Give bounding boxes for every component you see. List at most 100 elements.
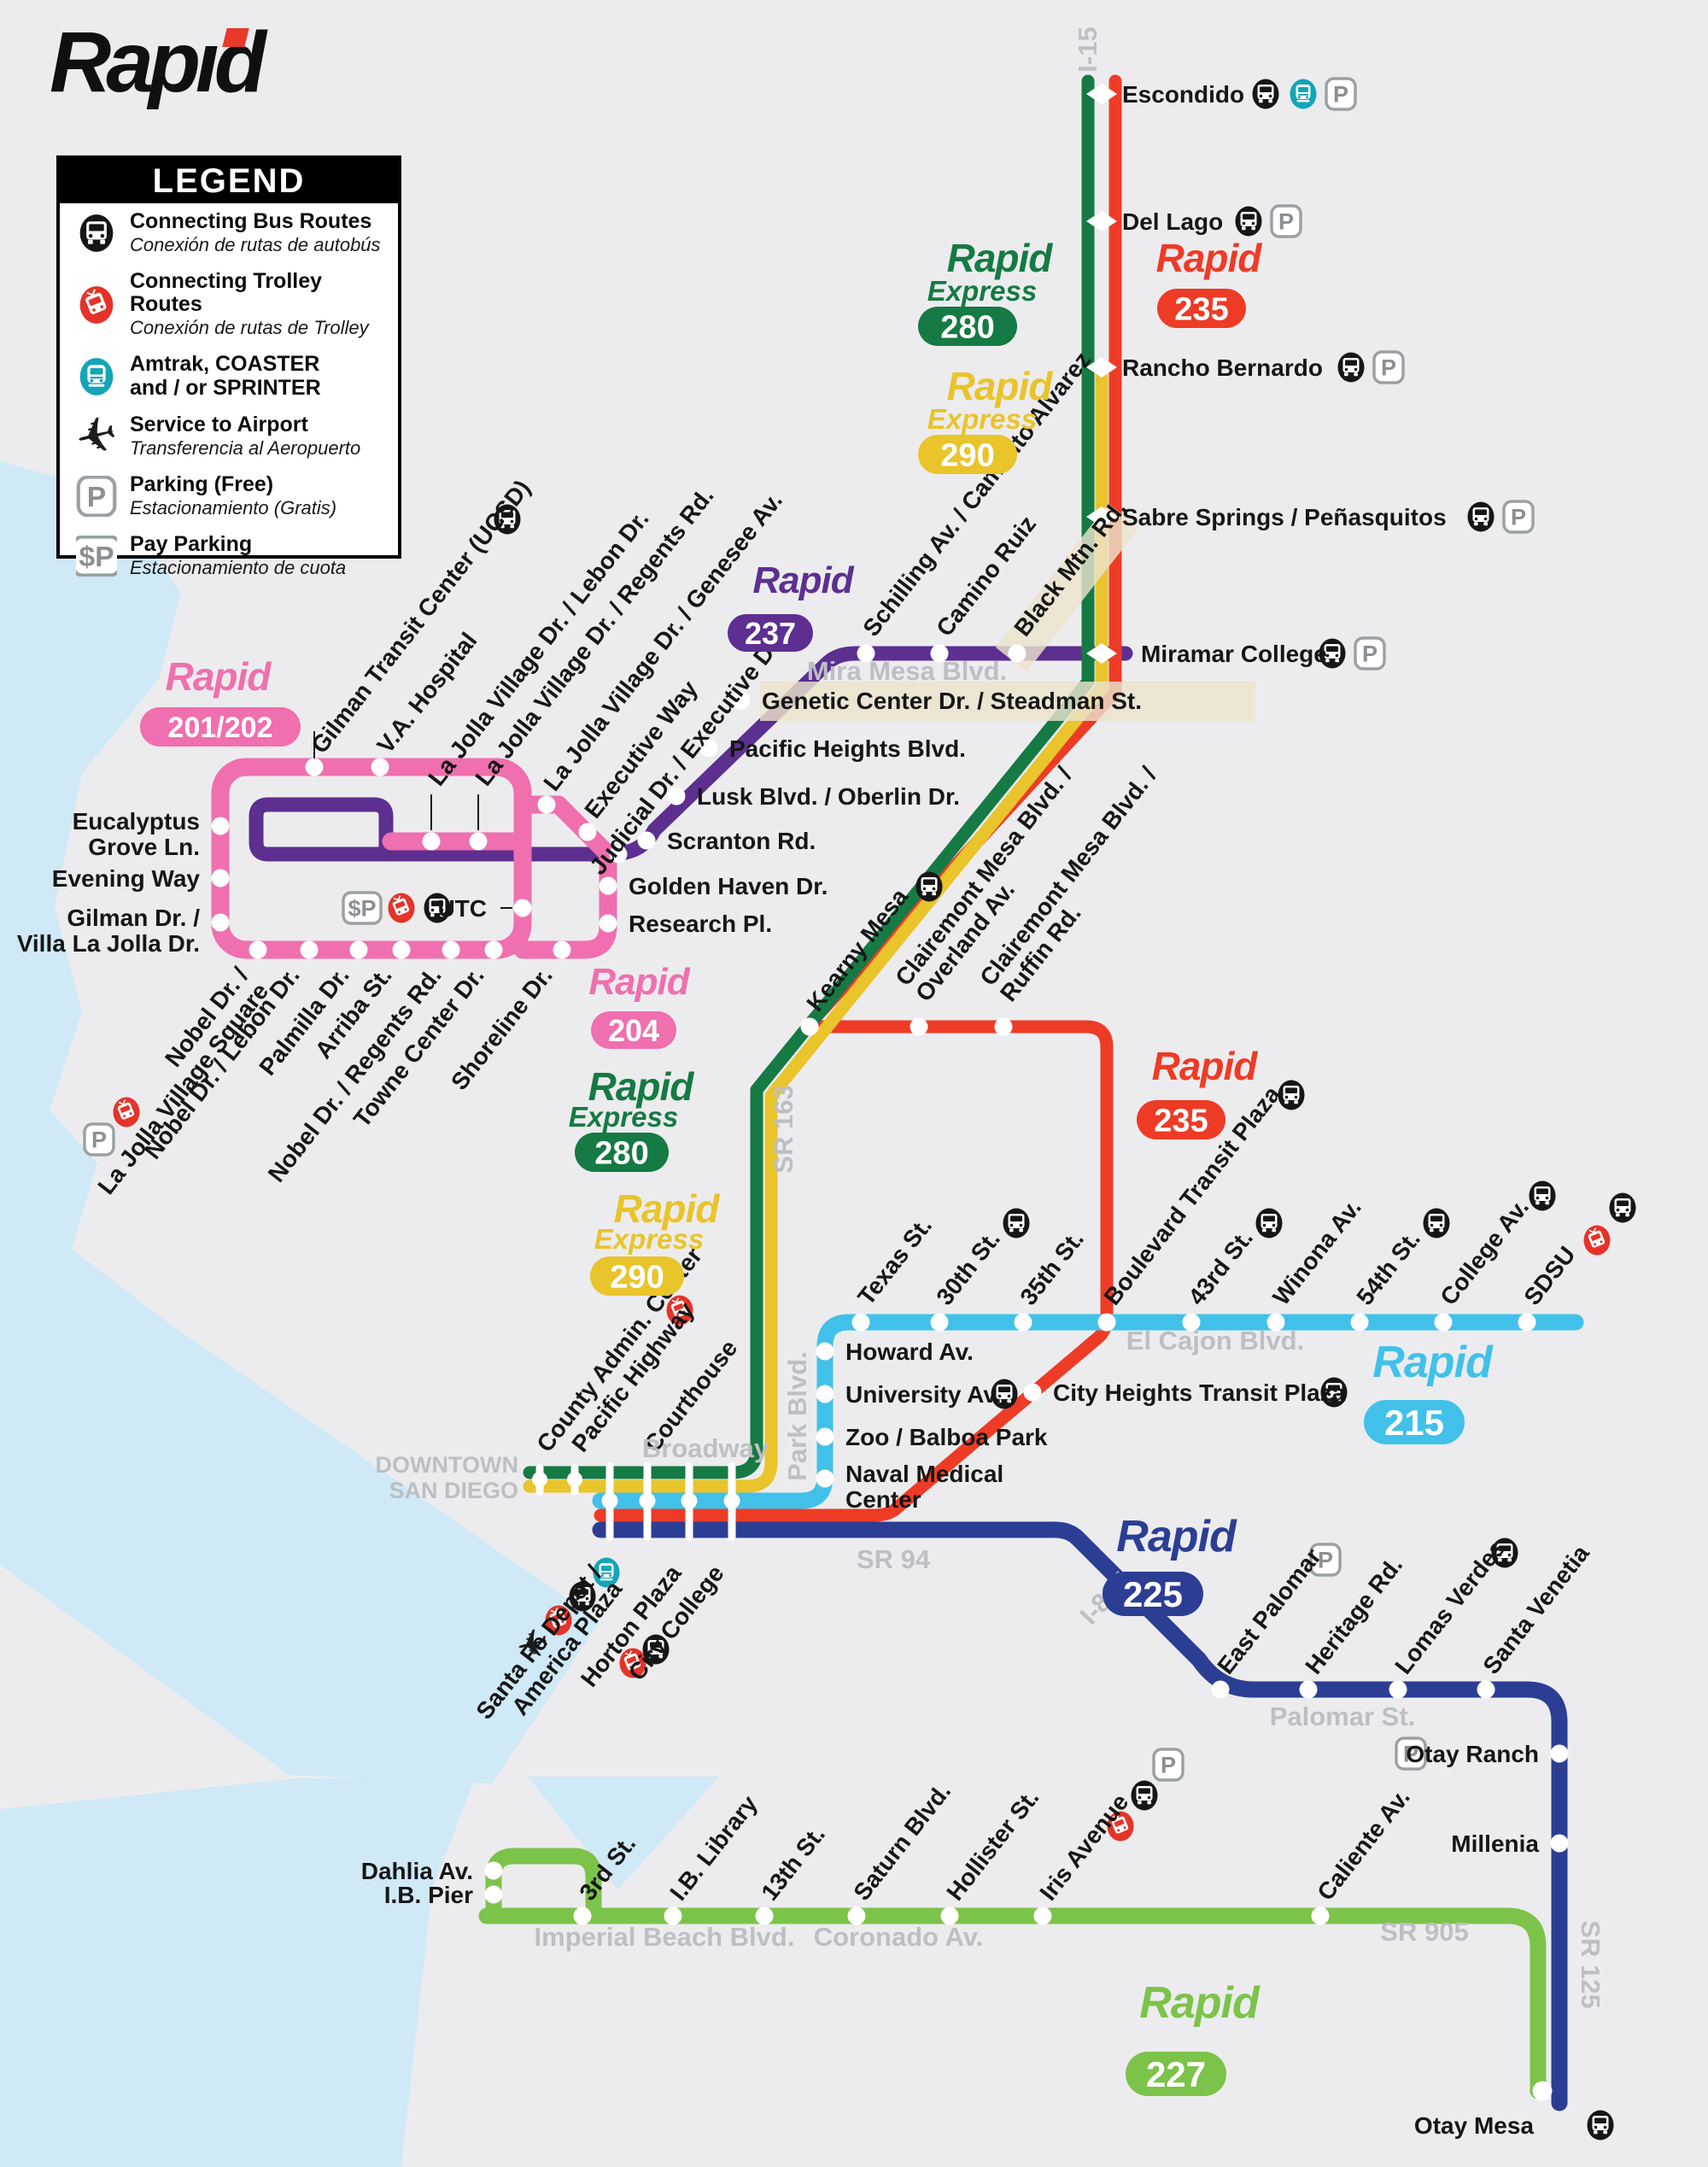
street-label-park-blvd: Park Blvd.: [782, 1351, 812, 1481]
route-237-badge: 237: [728, 614, 813, 652]
station-sdsu: [1518, 1313, 1536, 1332]
station-label-city-heights-transit-plaza: City Heights Transit Plaza: [1053, 1379, 1346, 1406]
bus-icon: [79, 214, 114, 252]
station-13th-st: [755, 1906, 774, 1925]
station-shoreline-dr: [553, 940, 571, 959]
station-label-dahlia-av: Dahlia Av.: [361, 1858, 473, 1884]
street-label-sr-125: SR 125: [1576, 1920, 1606, 2008]
station-boulevard-transit-plaza: [1097, 1313, 1116, 1332]
route-227-name: Rapid: [1139, 1978, 1261, 2028]
station-label-university-av: University Av.: [845, 1381, 1002, 1408]
station-label-gilman-dr-villa-la-jolla-dr: Gilman Dr. /Villa La Jolla Dr.: [17, 905, 200, 957]
station-hollister-st: [940, 1906, 959, 1925]
pay-parking-icon: $P: [76, 536, 117, 577]
route-280-badge: 280: [575, 1133, 669, 1172]
station-arriba-st: [392, 940, 411, 959]
bus-icon: [1252, 79, 1279, 109]
street-label-imperial-beach-blvd: Imperial Beach Blvd.: [535, 1922, 795, 1952]
route-235-badge: 235: [1137, 1100, 1225, 1139]
station-nobel-dr-la-jolla-village-square: [249, 940, 267, 959]
street-label-i-15: I-15: [1073, 26, 1103, 72]
station-i-b-pier: [484, 1885, 503, 1904]
water-shape: [0, 1778, 475, 2167]
station-label-13th-st: 13th St.: [756, 1821, 830, 1906]
svg-text:$P: $P: [79, 541, 114, 573]
station-label-43rd-st: 43rd St.: [1183, 1225, 1258, 1310]
station-3rd-st: [573, 1906, 592, 1925]
station-dot: [532, 1472, 547, 1487]
station-nobel-dr-regents-rd: [442, 940, 460, 959]
route-235-name: Rapid: [1156, 236, 1263, 280]
svg-text:280: 280: [940, 310, 994, 346]
station-i-b-library: [664, 1906, 682, 1925]
station-label-golden-haven-dr: Golden Haven Dr.: [629, 873, 828, 899]
route-215-badge: 215: [1364, 1400, 1465, 1444]
station-naval-medical-center: [816, 1469, 834, 1488]
street-label-sr-163: SR 163: [769, 1085, 798, 1173]
route-225-badge: 225: [1103, 1572, 1203, 1616]
airplane-icon: ✈: [76, 416, 117, 457]
station-rancho-bernardo: [1086, 357, 1117, 378]
legend-item-parking: P Parking (Free) Estacionamiento (Gratis…: [60, 466, 398, 526]
legend-item-bus: Connecting Bus Routes Conexión de rutas …: [60, 203, 398, 263]
route-225-name: Rapid: [1116, 1512, 1237, 1561]
road-highlight-band: [760, 682, 1255, 721]
street-label-mira-mesa-blvd: Mira Mesa Blvd.: [807, 656, 1007, 686]
station-howard-av: [816, 1342, 834, 1361]
route-237-loop: [249, 797, 394, 862]
parking-icon: P: [76, 476, 117, 518]
station-towne-center-dr: [484, 940, 503, 959]
svg-text:237: 237: [745, 616, 796, 651]
station-54th-st: [1350, 1313, 1369, 1332]
station-dahlia-av: [484, 1861, 503, 1880]
route-280-express: Express: [927, 275, 1037, 307]
trolley-icon: [113, 1097, 140, 1127]
svg-text:235: 235: [1154, 1104, 1208, 1139]
station-iris-avenue: [1033, 1906, 1052, 1925]
legend: LEGEND Connecting Bus Routes Conexión de…: [56, 155, 401, 578]
svg-text:P: P: [1362, 641, 1378, 667]
svg-text:P: P: [1511, 505, 1526, 530]
route-290-express: Express: [927, 403, 1037, 435]
water-shape: [528, 1777, 719, 1889]
station-sabre-springs-pe-asquitos: [1086, 507, 1117, 527]
street-label-sr-905: SR 905: [1380, 1917, 1468, 1947]
svg-text:P: P: [91, 1127, 107, 1153]
stations-layer: [211, 84, 1569, 2101]
svg-text:201/202: 201/202: [168, 712, 273, 744]
station-dot: [723, 1492, 740, 1509]
station-executive-way: [578, 823, 597, 841]
station-label-caliente-av: Caliente Av.: [1312, 1784, 1415, 1906]
bus-icon: [1491, 1537, 1518, 1568]
route-290-name: Rapid: [947, 364, 1054, 408]
bus-icon: [1423, 1208, 1450, 1239]
station-heritage-rd: [1299, 1680, 1318, 1699]
legend-item-sprinter: Amtrak, COASTER and / or SPRINTER: [60, 346, 398, 407]
station-label-genetic-center-dr-steadman-st: Genetic Center Dr. / Steadman St.: [762, 688, 1142, 714]
route-215-line: [592, 1314, 1584, 1509]
station-label-saturn-blvd: Saturn Blvd.: [848, 1778, 956, 1906]
trolley-icon: [79, 285, 114, 324]
station-clairemont-mesa-blvd-overland-av: [910, 1017, 928, 1036]
water-shape: [0, 461, 181, 1294]
station-lomas-verdes: [1389, 1680, 1407, 1699]
svg-text:P: P: [1161, 1753, 1176, 1778]
legend-title: LEGEND: [60, 159, 398, 203]
station-30th-st: [930, 1313, 949, 1332]
station-label-howard-av: Howard Av.: [845, 1338, 974, 1365]
trolley-icon: [545, 1605, 572, 1636]
street-label-san-diego: SAN DIEGO: [389, 1478, 518, 1503]
parking-icon: P: [1395, 1737, 1427, 1771]
station-label-nobel-dr-la-jolla-village-square: Nobel Dr. /La Jolla Village Square: [73, 962, 274, 1199]
street-label-sr-94: SR 94: [857, 1544, 931, 1574]
svg-text:✈: ✈: [76, 416, 117, 457]
station-golden-haven-dr: [599, 876, 617, 895]
station-label-54th-st: 54th St.: [1351, 1226, 1425, 1310]
station-zoo-balboa-park: [816, 1427, 834, 1446]
station-label-scranton-rd: Scranton Rd.: [667, 828, 816, 854]
station-35th-st: [1014, 1313, 1032, 1332]
station-la-jolla-village-dr-genesee-av: [537, 795, 556, 814]
svg-text:$P: $P: [348, 896, 376, 922]
station-label-miramar-college: Miramar College: [1141, 641, 1327, 667]
